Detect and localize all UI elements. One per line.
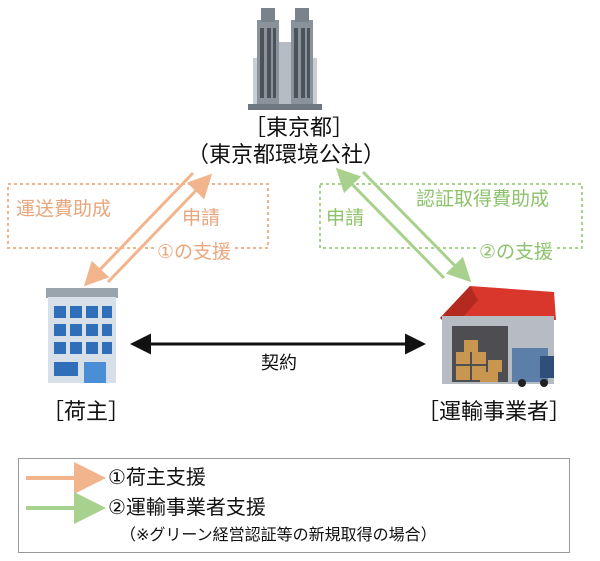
orange-arrow-to-shipper <box>83 171 195 287</box>
shipper-label: ［荷主］ <box>41 400 131 425</box>
green-support-badge: ②の支援 <box>476 242 557 263</box>
shipper-building-icon <box>46 288 118 383</box>
orange-arrow-to-tokyo <box>106 173 213 284</box>
orange-support-badge: ①の支援 <box>154 242 235 263</box>
carrier-label: ［運輸事業者］ <box>416 400 572 425</box>
green-box-label: 認証取得費助成 <box>416 188 550 210</box>
legend-item-shipper: ①荷主支援 <box>108 465 206 489</box>
legend-item-carrier-note: （※グリーン経営認証等の新規取得の場合） <box>120 525 437 544</box>
legend-item-carrier: ②運輸事業者支援 <box>108 495 266 519</box>
tokyo-sub-label: （東京都環境公社） <box>186 143 386 168</box>
warehouse-icon <box>440 286 556 387</box>
orange-apply-label: 申請 <box>182 207 221 229</box>
tokyo-building-icon <box>248 8 322 110</box>
orange-box-label: 運送費助成 <box>16 198 112 220</box>
contract-label: 契約 <box>261 353 297 374</box>
legend-box <box>18 458 570 553</box>
green-arrow-to-tokyo <box>335 167 446 280</box>
green-arrow-to-carrier <box>361 170 472 283</box>
tokyo-label: ［東京都］ <box>243 116 355 141</box>
green-dashed-box <box>319 183 583 249</box>
green-apply-label: 申請 <box>326 207 365 229</box>
